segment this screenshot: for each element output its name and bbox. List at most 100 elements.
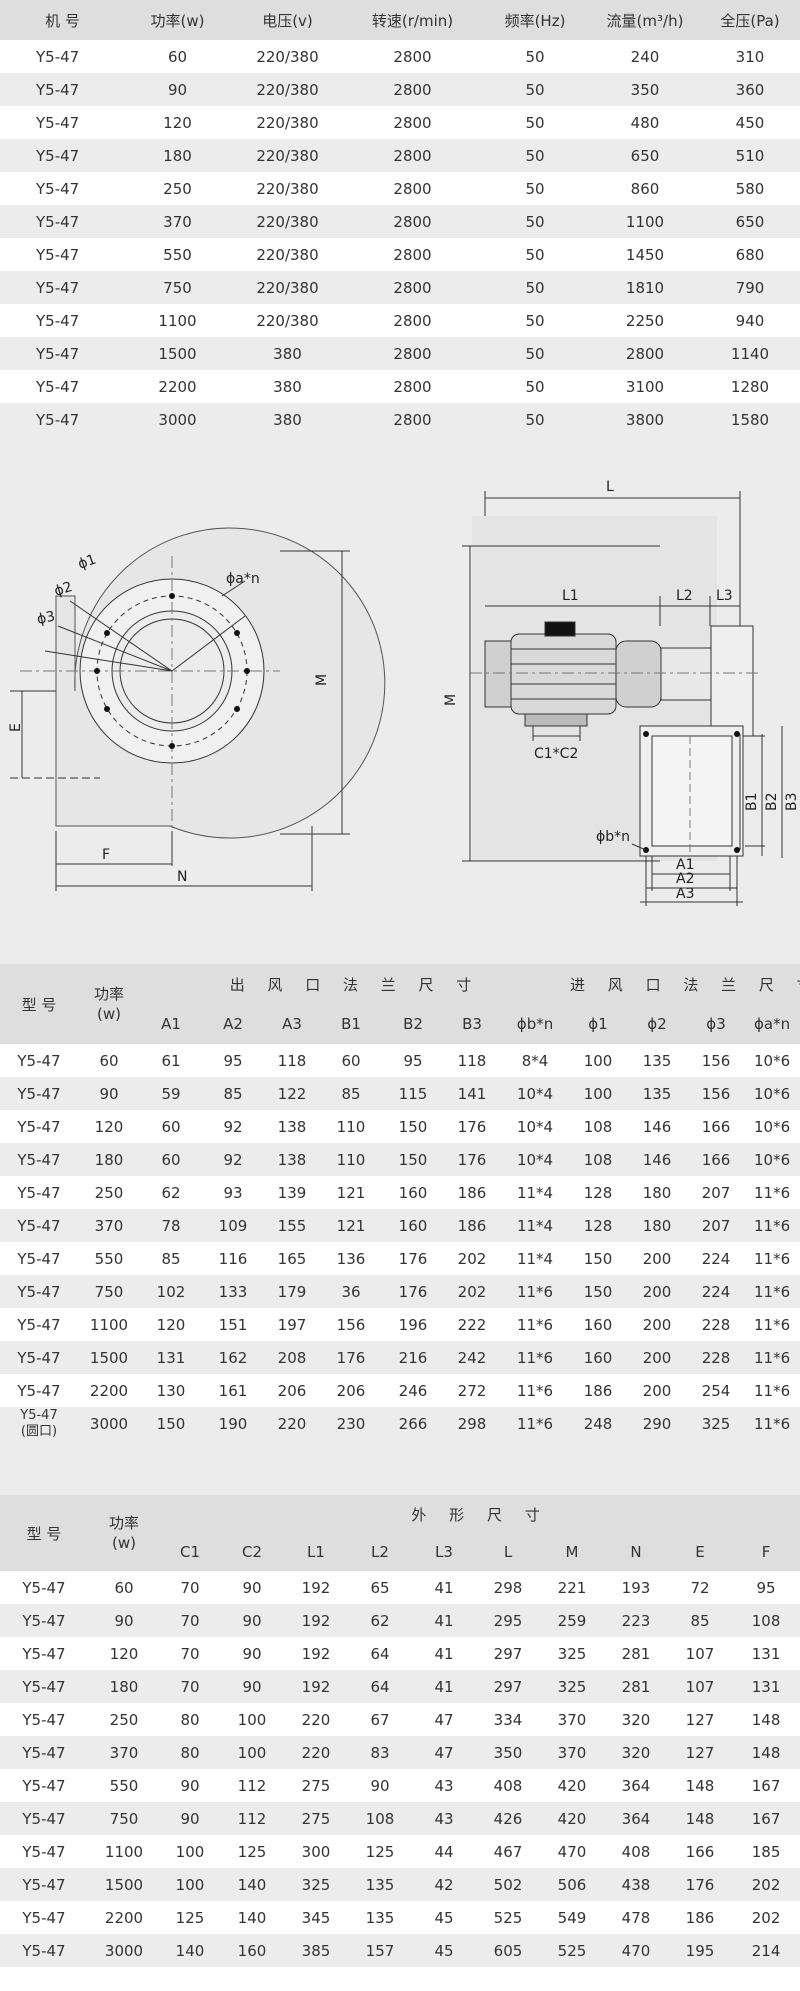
model-cell: Y5-47: [0, 139, 125, 172]
col-subheader: C1: [160, 1533, 220, 1571]
label-N: N: [177, 869, 187, 885]
value-cell: 78: [140, 1209, 202, 1242]
value-cell: 110: [320, 1143, 382, 1176]
value-cell: 72: [668, 1571, 732, 1604]
model-cell: Y5-47: [0, 1143, 78, 1176]
value-cell: 549: [540, 1901, 604, 1934]
value-cell: 224: [688, 1275, 745, 1308]
col-header: 流量(m³/h): [590, 0, 700, 40]
value-cell: 325: [284, 1868, 348, 1901]
model-cell: Y5-47: [0, 271, 125, 304]
value-cell: 156: [688, 1077, 745, 1110]
value-cell: 108: [732, 1604, 800, 1637]
value-cell: 90: [220, 1670, 284, 1703]
value-cell: 605: [476, 1934, 540, 1967]
model-cell: Y5-47: [0, 1275, 78, 1308]
value-cell: 11*6: [744, 1407, 800, 1440]
value-cell: 120: [125, 106, 230, 139]
outline-header-row: 型 号 功率 (w) 外 形 尺 寸: [0, 1495, 800, 1571]
value-cell: 242: [444, 1341, 500, 1374]
value-cell: 250: [78, 1176, 140, 1209]
value-cell: 200: [626, 1308, 689, 1341]
value-cell: 60: [125, 40, 230, 73]
value-cell: 41: [412, 1670, 476, 1703]
value-cell: 186: [444, 1209, 500, 1242]
value-cell: 275: [284, 1802, 348, 1835]
value-cell: 2200: [88, 1901, 160, 1934]
value-cell: 155: [264, 1209, 320, 1242]
value-cell: 130: [140, 1374, 202, 1407]
value-cell: 320: [604, 1703, 668, 1736]
value-cell: 90: [160, 1802, 220, 1835]
value-cell: 50: [480, 238, 590, 271]
value-cell: 50: [480, 172, 590, 205]
value-cell: 176: [320, 1341, 382, 1374]
col-subheader: L: [476, 1533, 540, 1571]
model-cell: Y5-47: [0, 1374, 78, 1407]
value-cell: 192: [284, 1670, 348, 1703]
value-cell: 43: [412, 1769, 476, 1802]
model-cell: Y5-47: [0, 1769, 88, 1802]
value-cell: 47: [412, 1736, 476, 1769]
label-F: F: [102, 847, 110, 863]
value-cell: 44: [412, 1835, 476, 1868]
model-cell: Y5-47: [0, 1901, 88, 1934]
col-subheader: L3: [412, 1533, 476, 1571]
model-cell: Y5-47: [0, 1209, 78, 1242]
value-cell: 295: [476, 1604, 540, 1637]
value-cell: 107: [668, 1637, 732, 1670]
value-cell: 148: [732, 1703, 800, 1736]
value-cell: 10*4: [500, 1077, 571, 1110]
label-phi1: ϕ1: [76, 552, 99, 573]
value-cell: 272: [444, 1374, 500, 1407]
value-cell: 100: [220, 1736, 284, 1769]
model-cell: Y5-47: [0, 1736, 88, 1769]
value-cell: 1500: [125, 337, 230, 370]
value-cell: 131: [732, 1637, 800, 1670]
value-cell: 380: [230, 370, 345, 403]
value-cell: 275: [284, 1769, 348, 1802]
value-cell: 176: [382, 1275, 444, 1308]
value-cell: 85: [668, 1604, 732, 1637]
value-cell: 281: [604, 1637, 668, 1670]
value-cell: 202: [444, 1275, 500, 1308]
value-cell: 95: [732, 1571, 800, 1604]
col-header: 全压(Pa): [700, 0, 800, 40]
value-cell: 140: [220, 1868, 284, 1901]
value-cell: 300: [284, 1835, 348, 1868]
value-cell: 102: [140, 1275, 202, 1308]
value-cell: 3800: [590, 403, 700, 436]
value-cell: 186: [570, 1374, 627, 1407]
value-cell: 90: [348, 1769, 412, 1802]
value-cell: 115: [382, 1077, 444, 1110]
value-cell: 180: [78, 1143, 140, 1176]
value-cell: 550: [88, 1769, 160, 1802]
value-cell: 2250: [590, 304, 700, 337]
value-cell: 138: [264, 1143, 320, 1176]
value-cell: 197: [264, 1308, 320, 1341]
value-cell: 370: [540, 1703, 604, 1736]
value-cell: 325: [540, 1670, 604, 1703]
value-cell: 214: [732, 1934, 800, 1967]
value-cell: 186: [444, 1176, 500, 1209]
col-header-model: 型 号: [0, 1495, 88, 1571]
value-cell: 11*6: [744, 1275, 800, 1308]
value-cell: 207: [688, 1209, 745, 1242]
value-cell: 345: [284, 1901, 348, 1934]
label-E: E: [8, 723, 24, 732]
value-cell: 179: [264, 1275, 320, 1308]
value-cell: 10*6: [744, 1044, 800, 1077]
value-cell: 2800: [345, 106, 480, 139]
value-cell: 185: [732, 1835, 800, 1868]
value-cell: 10*6: [744, 1077, 800, 1110]
value-cell: 95: [202, 1044, 264, 1077]
value-cell: 65: [348, 1571, 412, 1604]
